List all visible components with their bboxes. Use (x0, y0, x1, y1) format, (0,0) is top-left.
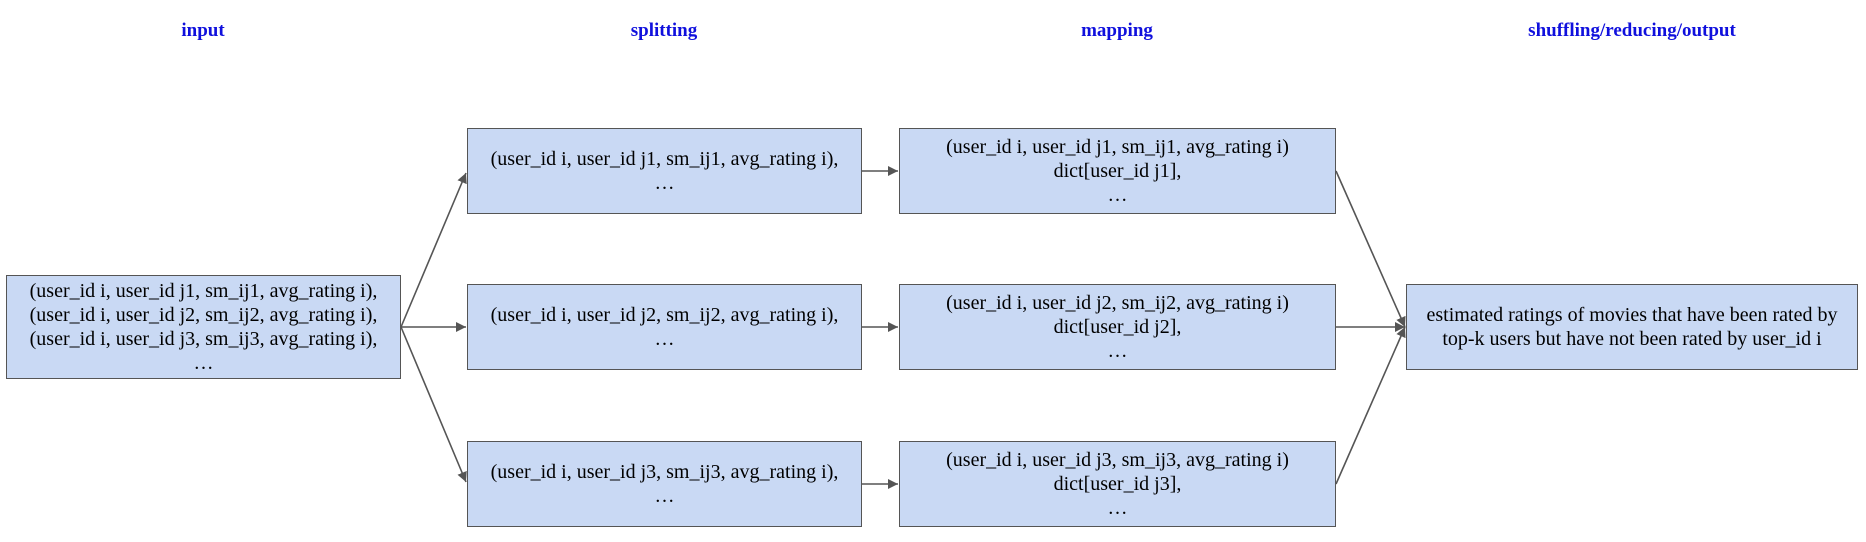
arrow-input-split-1 (400, 172, 467, 328)
split-box-2-line-1: (user_id i, user_id j2, sm_ij2, avg_rati… (490, 304, 839, 326)
map-box-2-line-3: … (1107, 340, 1128, 362)
split-box-3: (user_id i, user_id j3, sm_ij3, avg_rati… (467, 441, 862, 527)
split-box-1-line-1: (user_id i, user_id j1, sm_ij1, avg_rati… (490, 148, 839, 170)
header-input: input (181, 20, 225, 41)
map-box-1-line-1: (user_id i, user_id j1, sm_ij1, avg_rati… (946, 136, 1289, 158)
input-line-4: … (193, 352, 214, 374)
header-output: shuffling/reducing/output (1528, 20, 1736, 41)
map-box-2-line-2: dict[user_id j2], (1053, 316, 1182, 338)
split-box-2-line-2: … (654, 328, 675, 350)
arrow-map-output-1 (1335, 170, 1406, 328)
map-box-1-line-3: … (1107, 184, 1128, 206)
header-mapping: mapping (1081, 20, 1153, 41)
output-line-1: estimated ratings of movies that have be… (1426, 304, 1838, 326)
split-box-1: (user_id i, user_id j1, sm_ij1, avg_rati… (467, 128, 862, 214)
input-line-2: (user_id i, user_id j2, sm_ij2, avg_rati… (29, 304, 378, 326)
map-box-2-line-1: (user_id i, user_id j2, sm_ij2, avg_rati… (946, 292, 1289, 314)
map-box-3-line-2: dict[user_id j3], (1053, 473, 1182, 495)
arrow-input-split-3 (400, 326, 467, 483)
output-line-2: top-k users but have not been rated by u… (1442, 328, 1822, 350)
input-box: (user_id i, user_id j1, sm_ij1, avg_rati… (6, 275, 401, 379)
map-box-1: (user_id i, user_id j1, sm_ij1, avg_rati… (899, 128, 1336, 214)
arrow-map-output-3 (1335, 326, 1406, 485)
map-box-2: (user_id i, user_id j2, sm_ij2, avg_rati… (899, 284, 1336, 370)
input-line-1: (user_id i, user_id j1, sm_ij1, avg_rati… (29, 280, 378, 302)
split-box-1-line-2: … (654, 172, 675, 194)
map-box-1-line-2: dict[user_id j1], (1053, 160, 1182, 182)
split-box-3-line-2: … (654, 485, 675, 507)
map-box-3-line-1: (user_id i, user_id j3, sm_ij3, avg_rati… (946, 449, 1289, 471)
input-line-3: (user_id i, user_id j3, sm_ij3, avg_rati… (29, 328, 378, 350)
header-splitting: splitting (630, 20, 698, 41)
map-box-3: (user_id i, user_id j3, sm_ij3, avg_rati… (899, 441, 1336, 527)
split-box-2: (user_id i, user_id j2, sm_ij2, avg_rati… (467, 284, 862, 370)
output-box: estimated ratings of movies that have be… (1406, 284, 1858, 370)
split-box-3-line-1: (user_id i, user_id j3, sm_ij3, avg_rati… (490, 461, 839, 483)
map-box-3-line-3: … (1107, 497, 1128, 519)
